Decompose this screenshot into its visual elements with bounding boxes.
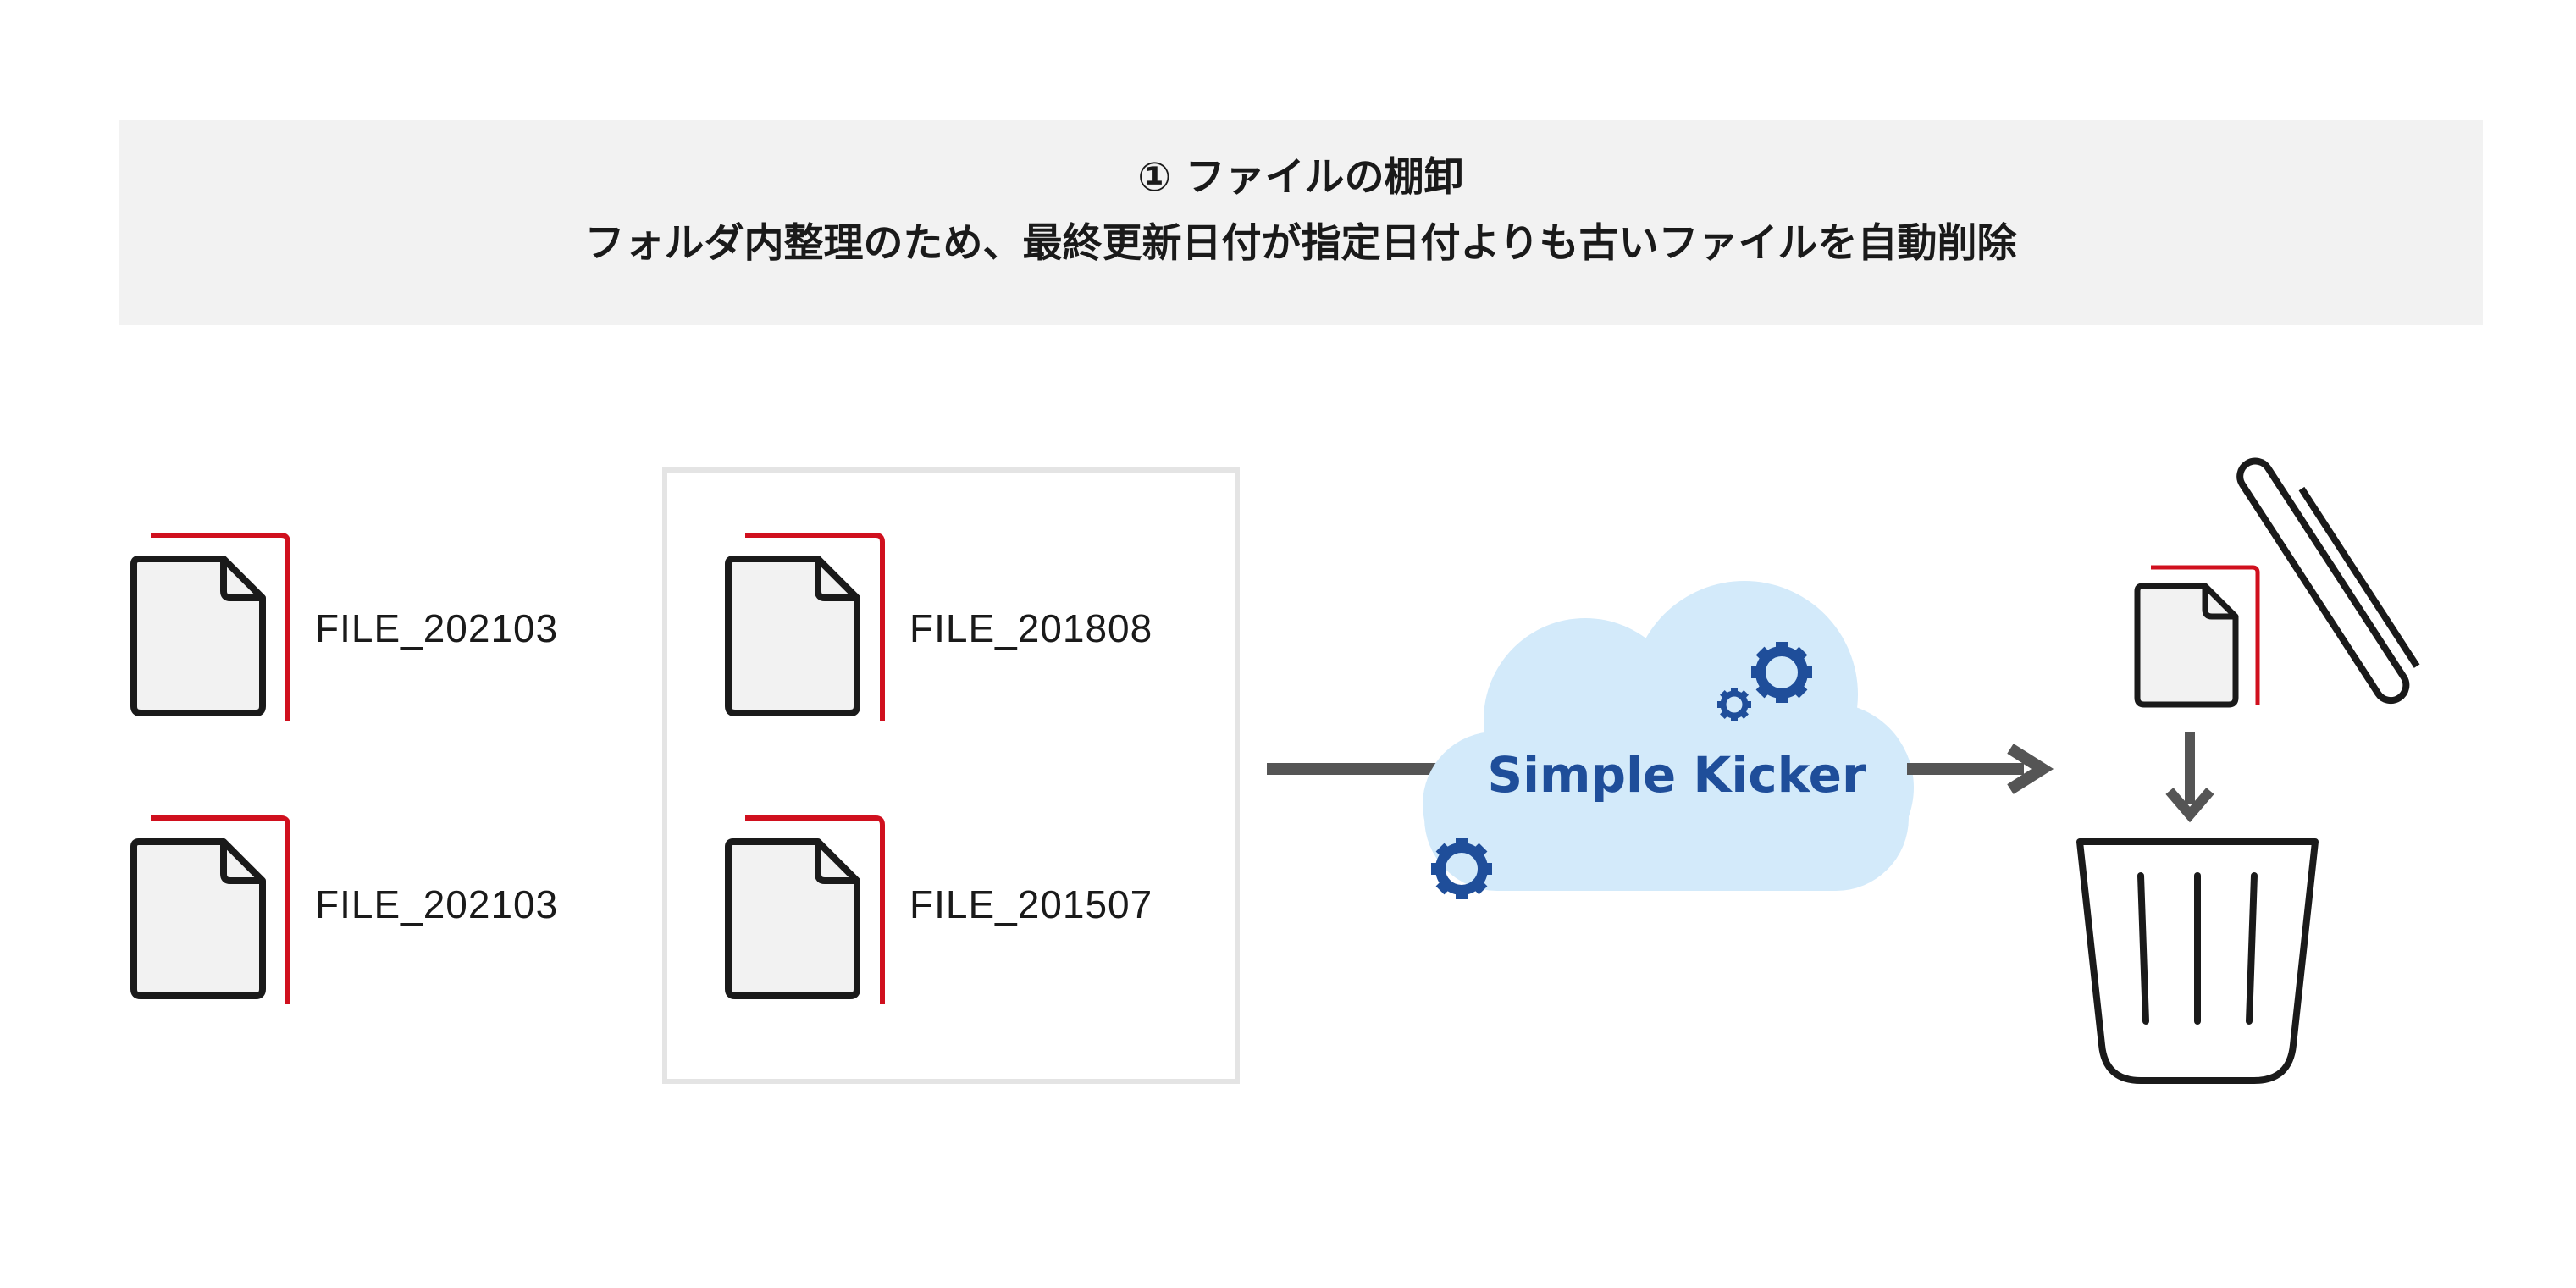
simple-kicker-label: Simple Kicker (1487, 746, 1866, 804)
file-label: FILE_202103 (315, 882, 559, 926)
file-icon (721, 528, 891, 723)
trash-can-icon (2076, 838, 2319, 1084)
trash-lid-icon (2236, 457, 2420, 705)
gear-icon (1751, 642, 1812, 703)
cloud-icon (1423, 581, 1914, 891)
arrow-right-icon (1907, 744, 2054, 794)
old-files-group-box (662, 467, 1240, 1084)
arrow-down-icon (2165, 732, 2214, 823)
file-icon (127, 811, 296, 1006)
diagram-subtitle: フォルダ内整理のため、最終更新日付が指定日付よりも古いファイルを自動削除 (584, 220, 2017, 267)
gear-icon (1717, 688, 1751, 721)
file-label: FILE_201808 (909, 606, 1153, 650)
file-label: FILE_201507 (909, 882, 1153, 926)
file-icon (2134, 565, 2260, 708)
diagram-title: ① ファイルの棚卸 (1137, 154, 1464, 201)
file-icon (127, 528, 296, 723)
file-label: FILE_202103 (315, 606, 559, 650)
header-banner: ① ファイルの棚卸 フォルダ内整理のため、最終更新日付が指定日付よりも古いファイ… (119, 120, 2483, 325)
file-icon (721, 811, 891, 1006)
gear-icon (1431, 838, 1492, 899)
